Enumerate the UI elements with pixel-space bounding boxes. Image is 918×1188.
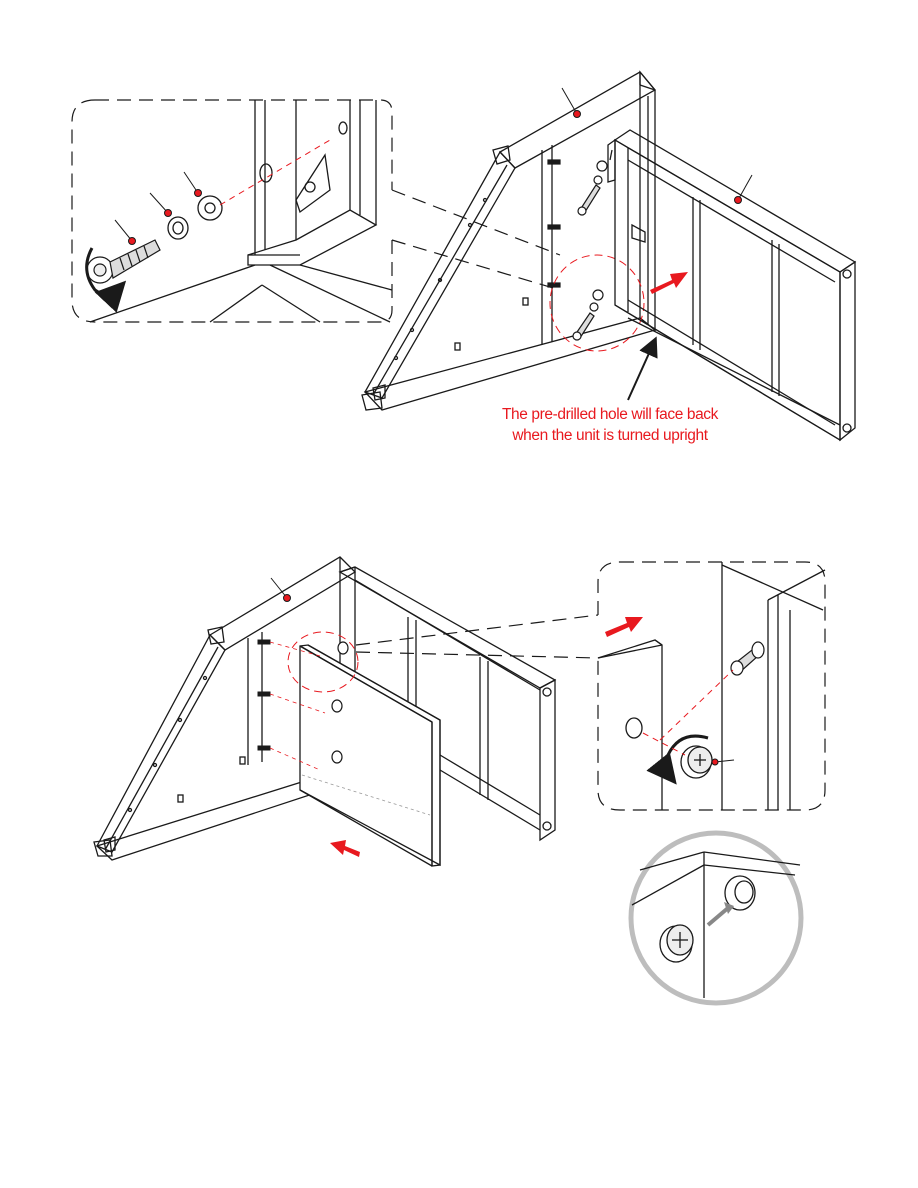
insert-arrow-icon xyxy=(605,617,643,637)
cam-lock-icon xyxy=(331,641,349,764)
note-line-1: The pre-drilled hole will face back xyxy=(501,406,719,423)
insert-arrow-icon xyxy=(650,272,688,294)
frame-bolts-top xyxy=(547,159,561,288)
back-frame-bottom xyxy=(338,566,557,842)
flat-washer-icon xyxy=(197,195,223,221)
part-labels-bottom xyxy=(270,577,291,602)
rotate-arrow-icon xyxy=(85,247,127,313)
highlight-circle xyxy=(549,254,645,352)
highlight-circle-bottom xyxy=(287,631,359,693)
cam-detail-interior xyxy=(597,562,826,810)
cam-orientation-detail xyxy=(628,830,804,1006)
hole-pointer-arrow xyxy=(627,336,658,401)
panel-board xyxy=(299,644,441,867)
back-frame-top xyxy=(607,129,857,442)
cam-lock-icon xyxy=(680,745,713,779)
side-frame-top xyxy=(361,70,657,411)
bolt-icon xyxy=(86,239,161,284)
orientation-note: The pre-drilled hole will face back when… xyxy=(470,404,750,446)
lock-washer-icon xyxy=(167,216,189,240)
note-line-2: when the unit is turned upright xyxy=(512,427,708,444)
detail-leaders xyxy=(355,614,599,659)
rotate-arrow-icon xyxy=(646,734,709,785)
bolt-detail-callout xyxy=(71,99,561,323)
cam-bolt-icon xyxy=(730,641,765,676)
detail-post xyxy=(89,100,393,323)
frame-bolts-bottom xyxy=(257,639,271,751)
alignment-guides xyxy=(269,641,326,771)
insert-arrow-icon xyxy=(330,840,360,857)
detail-part-labels xyxy=(114,171,202,245)
cam-label xyxy=(711,758,735,766)
part-labels-top xyxy=(561,87,753,204)
bolt-icon xyxy=(572,160,608,341)
cam-detail-callout xyxy=(597,561,826,811)
